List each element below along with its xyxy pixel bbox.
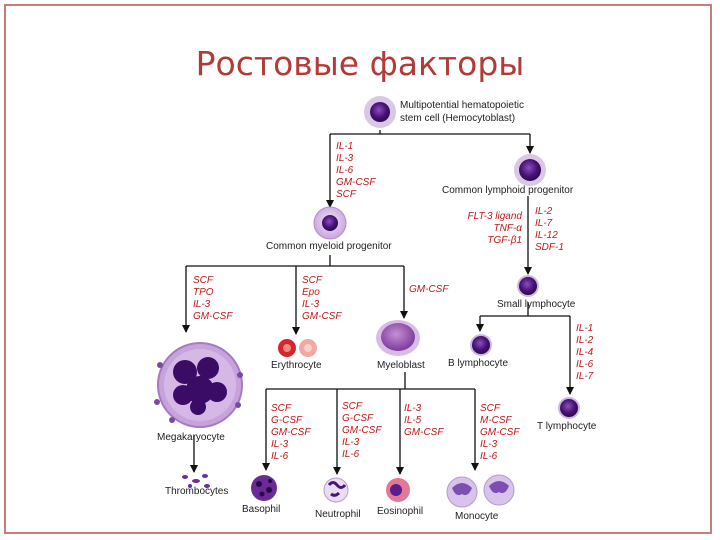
myeloid-progenitor-cell <box>313 206 347 240</box>
factor: GM-CSF <box>404 427 444 438</box>
factor: IL-3 <box>342 437 360 448</box>
factors-to-eosinophil: IL-3 IL-5 GM-CSF <box>404 403 444 438</box>
slide-frame <box>4 4 712 534</box>
factor: SCF <box>271 403 292 414</box>
neutrophil-cell <box>323 477 349 503</box>
factor: TPO <box>193 287 214 298</box>
b-lymphocyte-cell <box>470 334 492 356</box>
megakaryocyte-cell <box>154 342 243 428</box>
factors-to-neutrophil: SCF G-CSF GM-CSF IL-3 IL-6 <box>342 401 382 460</box>
flow-lines <box>182 130 574 475</box>
factors-to-megakaryocyte: SCF TPO IL-3 GM-CSF <box>193 275 233 322</box>
t-lymphocyte-cell <box>558 397 580 419</box>
factor: IL-1 <box>336 141 353 152</box>
small-lymphocyte-cell <box>517 275 539 297</box>
lymphoid-progenitor-cell <box>514 154 546 186</box>
factor: IL-12 <box>535 230 558 241</box>
factor: GM-CSF <box>342 425 382 436</box>
label-megakaryocyte: Megakaryocyte <box>157 432 225 443</box>
factor: IL-5 <box>404 415 422 426</box>
factors-to-erythrocyte: SCF Epo IL-3 GM-CSF <box>302 275 342 322</box>
label-thrombocytes: Thrombocytes <box>165 486 228 497</box>
factor: FLT-3 ligand <box>468 211 523 222</box>
factor: G-CSF <box>342 413 374 424</box>
label-stem-cell-line-1: Multipotential hematopoietic <box>400 100 524 111</box>
factors-to-t-lymphocyte: IL-1 IL-2 IL-4 IL-6 IL-7 <box>576 323 594 382</box>
stem-cell <box>364 96 396 128</box>
factors-to-myeloblast: GM-CSF <box>409 284 449 295</box>
factor: SCF <box>480 403 501 414</box>
factor: IL-4 <box>576 347 594 358</box>
factor: IL-7 <box>576 371 594 382</box>
factor: GM-CSF <box>480 427 520 438</box>
factor: IL-3 <box>404 403 422 414</box>
basophil-cell <box>251 475 277 501</box>
factor: Epo <box>302 287 320 298</box>
factor: GM-CSF <box>336 177 376 188</box>
factors-to-monocyte: SCF M-CSF GM-CSF IL-3 IL-6 <box>480 403 520 462</box>
factor: IL-1 <box>576 323 593 334</box>
factor: IL-6 <box>271 451 289 462</box>
factor: IL-6 <box>336 165 354 176</box>
factors-to-basophil: SCF G-CSF GM-CSF IL-3 IL-6 <box>271 403 311 462</box>
factor: IL-3 <box>480 439 498 450</box>
factor: IL-2 <box>535 206 553 217</box>
factor: GM-CSF <box>302 311 342 322</box>
factor: IL-3 <box>302 299 320 310</box>
factors-to-small-lymphocyte-b: IL-2 IL-7 IL-12 SDF-1 <box>535 206 564 253</box>
factor: IL-3 <box>271 439 289 450</box>
factor: M-CSF <box>480 415 513 426</box>
factor: GM-CSF <box>409 284 449 295</box>
label-neutrophil: Neutrophil <box>315 509 361 520</box>
factor: IL-6 <box>576 359 594 370</box>
myeloblast-cell <box>376 320 420 356</box>
factor: IL-3 <box>193 299 211 310</box>
label-basophil: Basophil <box>242 504 280 515</box>
monocyte-cells <box>446 474 515 508</box>
factor: IL-2 <box>576 335 594 346</box>
factor: TNF-α <box>494 223 523 234</box>
factors-to-myeloid: IL-1 IL-3 IL-6 GM-CSF SCF <box>336 141 376 200</box>
factor: SCF <box>193 275 214 286</box>
factor: G-CSF <box>271 415 303 426</box>
factor: SCF <box>336 189 357 200</box>
factor: TGF-β1 <box>487 235 522 246</box>
factor: IL-6 <box>480 451 498 462</box>
label-erythrocyte: Erythrocyte <box>271 360 322 371</box>
label-stem-cell-line-2: stem cell (Hemocytoblast) <box>400 113 515 124</box>
thrombocytes-cells <box>182 474 210 488</box>
factor: IL-6 <box>342 449 360 460</box>
erythrocyte-cells <box>278 339 317 357</box>
eosinophil-cell <box>386 478 410 502</box>
label-lymphoid-progenitor: Common lymphoid progenitor <box>442 185 574 196</box>
slide-title: Ростовые факторы <box>195 44 525 83</box>
label-myeloid-progenitor: Common myeloid progenitor <box>266 241 392 252</box>
factor: SCF <box>302 275 323 286</box>
label-monocyte: Monocyte <box>455 511 499 522</box>
factor: IL-3 <box>336 153 354 164</box>
factors-to-small-lymphocyte-a: FLT-3 ligand TNF-α TGF-β1 <box>468 211 523 246</box>
factor: GM-CSF <box>193 311 233 322</box>
label-b-lymphocyte: B lymphocyte <box>448 358 508 369</box>
factor: SDF-1 <box>535 242 564 253</box>
factor: IL-7 <box>535 218 553 229</box>
label-myeloblast: Myeloblast <box>377 360 425 371</box>
factor: GM-CSF <box>271 427 311 438</box>
label-eosinophil: Eosinophil <box>377 506 423 517</box>
label-small-lymphocyte: Small lymphocyte <box>497 299 576 310</box>
label-t-lymphocyte: T lymphocyte <box>537 421 597 432</box>
factor: SCF <box>342 401 363 412</box>
